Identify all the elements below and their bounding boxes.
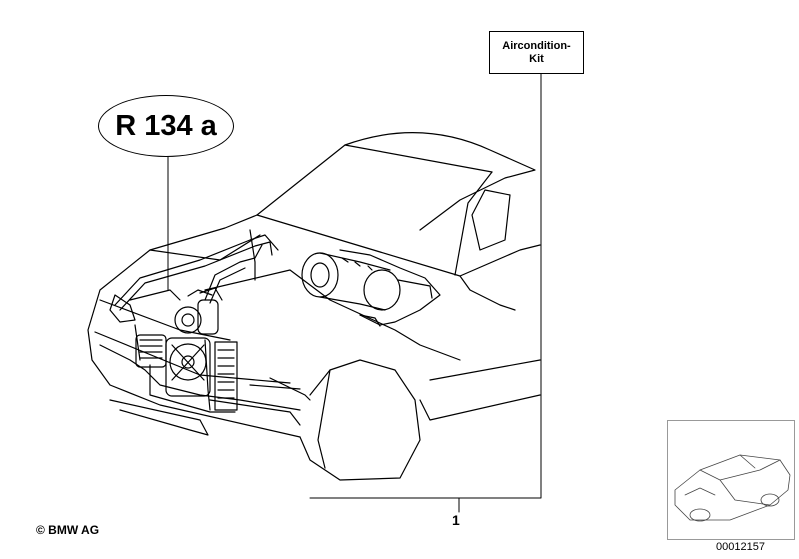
refrigerant-label: R 134 a [98, 95, 234, 157]
aircondition-kit-label: Aircondition-Kit [489, 31, 584, 74]
car-body-outline [87, 132, 541, 481]
copyright-text: © BMW AG [36, 523, 100, 537]
evaporator-housing [301, 249, 441, 327]
part-callout-number: 1 [452, 512, 460, 528]
compressor [174, 287, 223, 335]
kit-label-line2: Kit [529, 52, 544, 65]
thumbnail-car [674, 454, 791, 522]
leader-lines [167, 73, 542, 513]
diagram-id: 00012157 [716, 541, 765, 553]
refrigerant-lines [114, 229, 279, 411]
vehicle-thumbnail [667, 420, 795, 540]
kit-label-line1: Aircondition- [502, 39, 571, 52]
condenser [135, 334, 238, 413]
